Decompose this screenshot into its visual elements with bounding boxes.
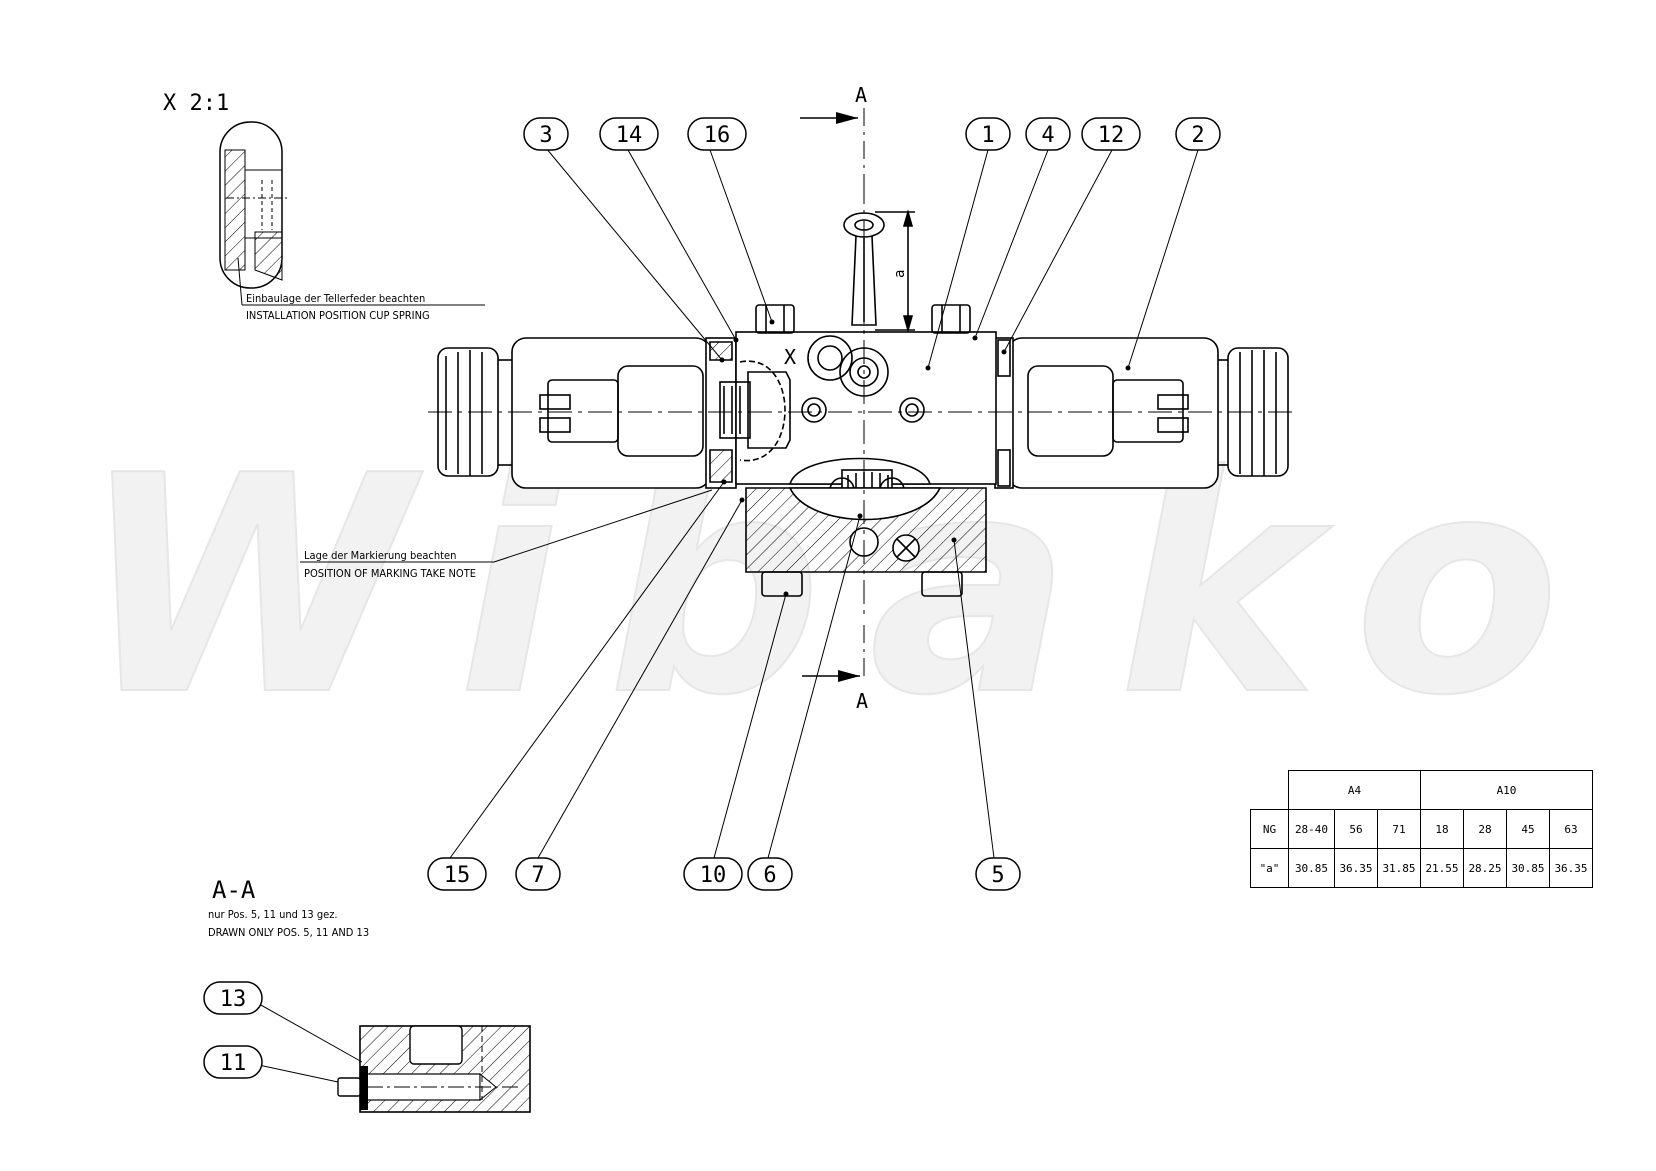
group-a10: A10 bbox=[1420, 770, 1593, 810]
detail-view-x: X 2:1 Einbaulage der Tellerfeder beachte… bbox=[163, 91, 485, 322]
section-note-de: nur Pos. 5, 11 und 13 gez. bbox=[208, 908, 338, 921]
ng-cell: 56 bbox=[1334, 809, 1378, 849]
ng-cell: 28-40 bbox=[1288, 809, 1335, 849]
ng-cell: 18 bbox=[1420, 809, 1464, 849]
balloon-numbers: 3 14 16 1 4 12 2 15 7 10 6 5 13 11 bbox=[220, 123, 1205, 1076]
balloon-2: 2 bbox=[1191, 123, 1204, 148]
marking-note: Lage der Markierung beachten POSITION OF… bbox=[300, 489, 713, 580]
section-marker-top: A bbox=[800, 83, 867, 180]
balloon-16: 16 bbox=[704, 123, 731, 148]
a-cell: 21.55 bbox=[1420, 848, 1464, 888]
section-note-en: DRAWN ONLY POS. 5, 11 AND 13 bbox=[208, 926, 369, 939]
ng-label: NG bbox=[1250, 809, 1289, 849]
section-title: A-A bbox=[212, 876, 256, 904]
balloon-leaders bbox=[251, 147, 1199, 1083]
a-cell: 36.35 bbox=[1549, 848, 1593, 888]
balloon-11: 11 bbox=[220, 1051, 247, 1076]
ng-cell: 63 bbox=[1549, 809, 1593, 849]
table-row: "a" 30.85 36.35 31.85 21.55 28.25 30.85 … bbox=[1250, 848, 1593, 888]
balloon-14: 14 bbox=[616, 123, 643, 148]
balloons bbox=[203, 117, 1221, 1079]
a-cell: 30.85 bbox=[1506, 848, 1550, 888]
table-header-row: A4 A10 bbox=[1250, 770, 1593, 810]
detail-title: X 2:1 bbox=[163, 91, 229, 116]
detail-note-en: INSTALLATION POSITION CUP SPRING bbox=[246, 309, 430, 322]
balloon-1: 1 bbox=[981, 123, 994, 148]
section-view-aa: A-A nur Pos. 5, 11 und 13 gez. DRAWN ONL… bbox=[208, 876, 531, 1113]
ng-cell: 45 bbox=[1506, 809, 1550, 849]
detail-note-de: Einbaulage der Tellerfeder beachten bbox=[246, 292, 425, 305]
a-cell: 31.85 bbox=[1377, 848, 1421, 888]
svg-text:A: A bbox=[856, 689, 868, 713]
balloon-3: 3 bbox=[539, 123, 552, 148]
balloon-10: 10 bbox=[700, 863, 727, 888]
table-row: NG 28-40 56 71 18 28 45 63 bbox=[1250, 809, 1593, 849]
valve-main-view bbox=[428, 180, 1296, 620]
balloon-7: 7 bbox=[531, 863, 544, 888]
a-label: "a" bbox=[1250, 848, 1289, 888]
svg-text:A: A bbox=[855, 83, 867, 107]
marking-note-de: Lage der Markierung beachten bbox=[304, 549, 456, 562]
ng-cell: 71 bbox=[1377, 809, 1421, 849]
view-marker-x: X bbox=[784, 345, 796, 369]
dimension-label-a: a bbox=[892, 270, 908, 278]
leader-dots bbox=[719, 319, 1131, 597]
balloon-13: 13 bbox=[220, 987, 247, 1012]
balloon-15: 15 bbox=[444, 863, 471, 888]
balloon-6: 6 bbox=[763, 863, 776, 888]
section-marker-bottom: A bbox=[802, 625, 868, 713]
balloon-12: 12 bbox=[1098, 123, 1125, 148]
balloon-4: 4 bbox=[1041, 123, 1054, 148]
a-cell: 30.85 bbox=[1288, 848, 1335, 888]
balloon-5: 5 bbox=[991, 863, 1004, 888]
a-cell: 28.25 bbox=[1463, 848, 1507, 888]
a-cell: 36.35 bbox=[1334, 848, 1378, 888]
group-a4: A4 bbox=[1288, 770, 1421, 810]
spec-table: A4 A10 NG 28-40 56 71 18 28 45 63 "a" 30… bbox=[1250, 770, 1593, 888]
ng-cell: 28 bbox=[1463, 809, 1507, 849]
marking-note-en: POSITION OF MARKING TAKE NOTE bbox=[304, 567, 476, 580]
